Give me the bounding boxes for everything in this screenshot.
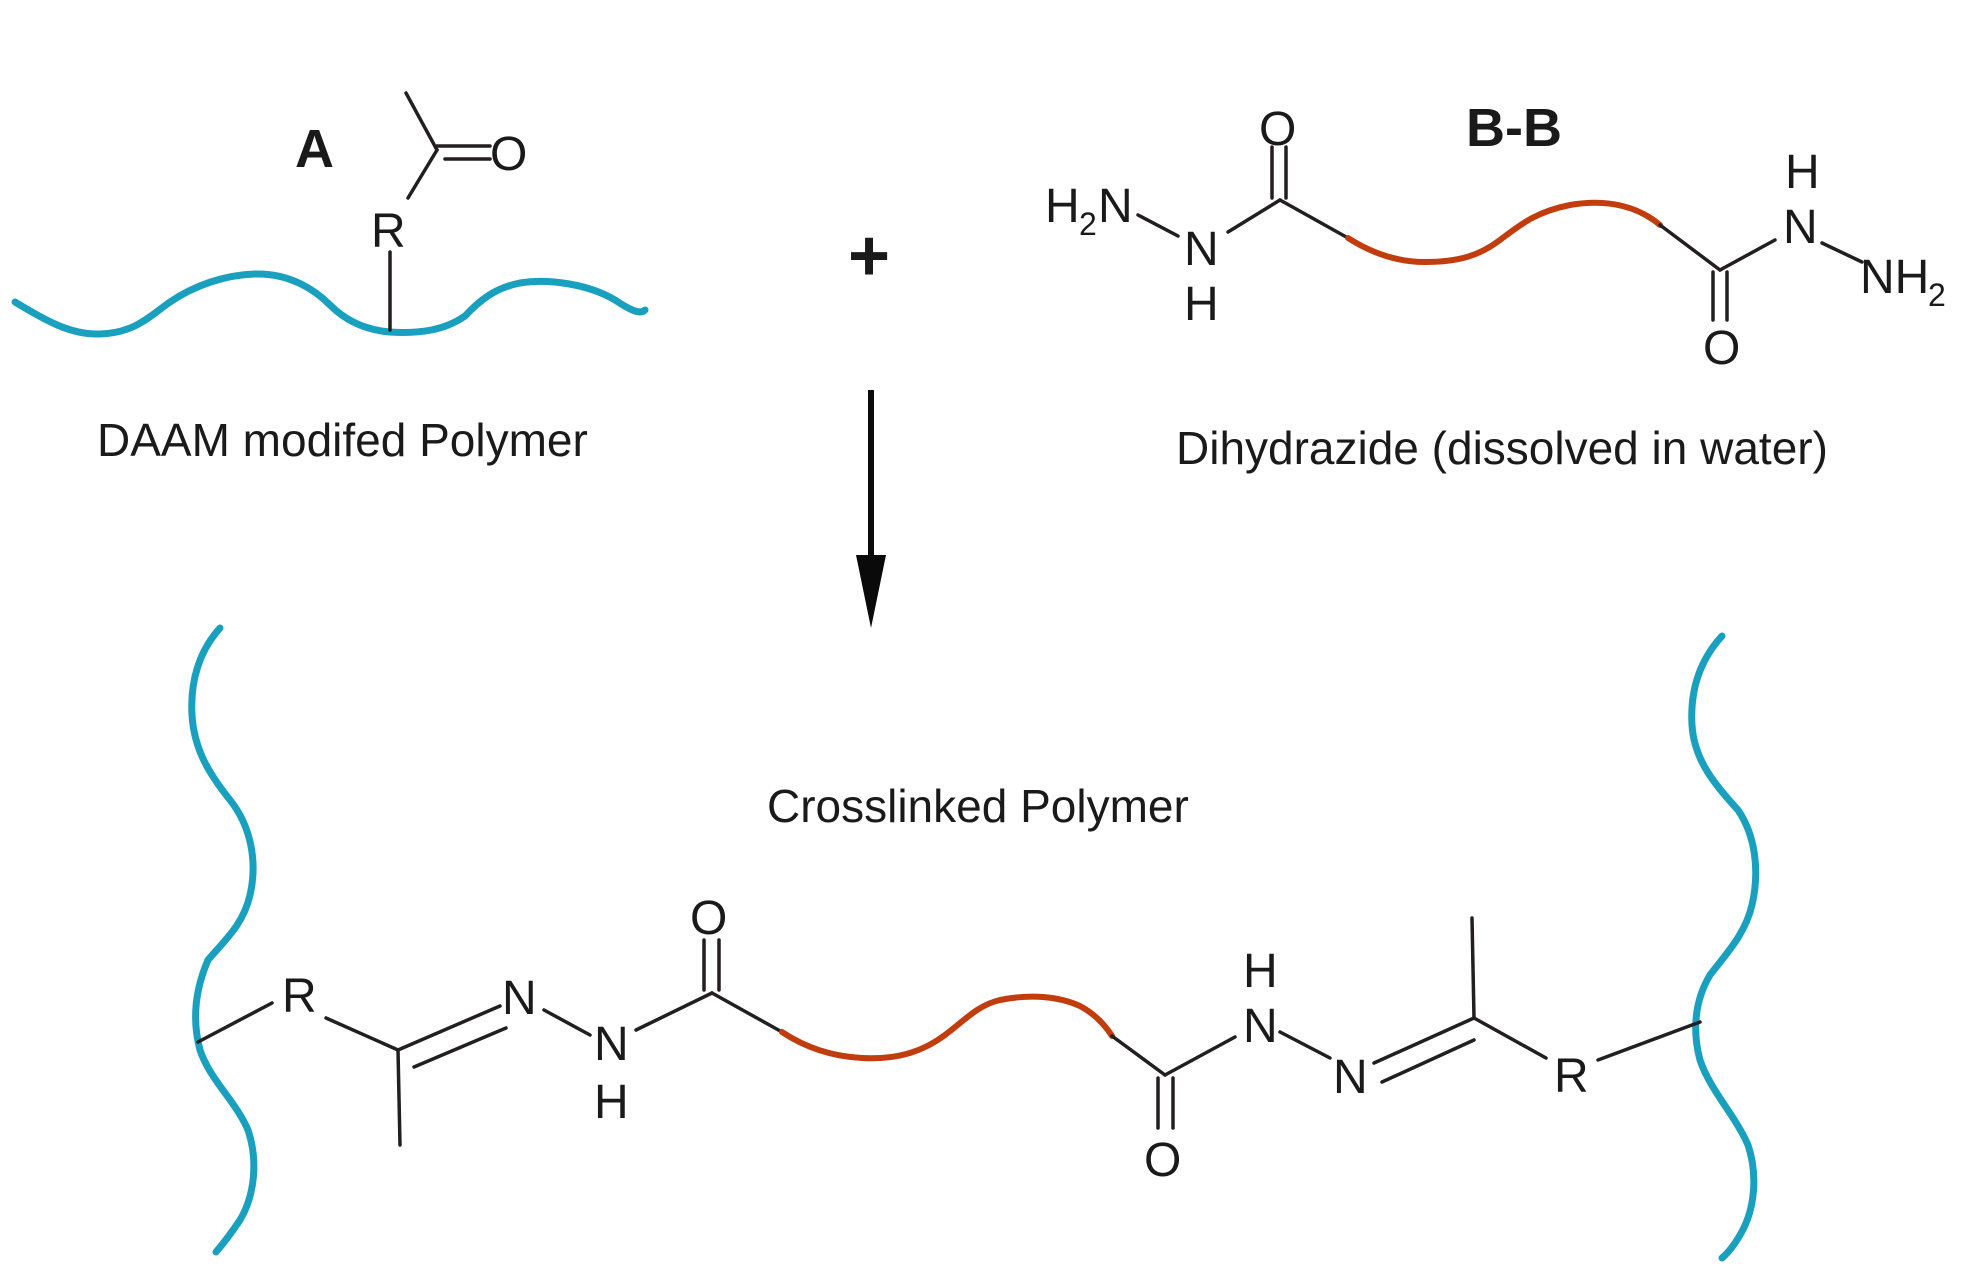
polymer-chain-right (1688, 632, 1760, 1262)
atom-h: H (594, 1076, 629, 1129)
polymer-chain-left (188, 624, 258, 1256)
atom-r: R (371, 205, 406, 258)
reactant-bb: B-B H 2 N N H O O H N NH 2 (1045, 98, 1946, 375)
caption-daam-polymer: DAAM modifed Polymer (97, 414, 588, 466)
atom-n: N (594, 1018, 629, 1071)
atom-o: O (1144, 1134, 1181, 1187)
polymer-chain-a (11, 270, 649, 338)
subscript-2: 2 (1928, 277, 1946, 313)
atom-h: H (1785, 146, 1820, 199)
caption-dihydrazide: Dihydrazide (dissolved in water) (1176, 422, 1828, 474)
caption-crosslinked-polymer: Crosslinked Polymer (767, 780, 1189, 832)
atom-o: O (1703, 322, 1740, 375)
atom-h: H (1243, 945, 1278, 998)
atom-o: O (490, 128, 527, 181)
product-structure: R N N H O O H N N R (188, 624, 1760, 1262)
reactant-a-label: A (295, 119, 334, 179)
atom-n: N (1783, 201, 1818, 254)
reactant-a: A R O (11, 91, 649, 338)
linker-chain-b (1345, 199, 1663, 266)
atom-r: R (1554, 1050, 1589, 1103)
atom-n: N (1184, 223, 1219, 276)
reaction-arrow (856, 390, 886, 628)
reactant-bb-label: B-B (1466, 98, 1562, 158)
linker-chain-product (779, 993, 1115, 1062)
plus-sign: + (848, 216, 890, 296)
atom-h: H (1184, 278, 1219, 331)
atom-o: O (1259, 103, 1296, 156)
atom-n: N (1243, 1000, 1278, 1053)
atom-r: R (282, 970, 317, 1023)
atom-nh: NH (1860, 251, 1929, 304)
atom-n: N (502, 972, 537, 1025)
atom-o: O (690, 892, 727, 945)
atom-n: N (1098, 180, 1133, 233)
atom-h: H (1045, 180, 1080, 233)
subscript-2: 2 (1079, 206, 1097, 242)
atom-n: N (1333, 1051, 1368, 1104)
